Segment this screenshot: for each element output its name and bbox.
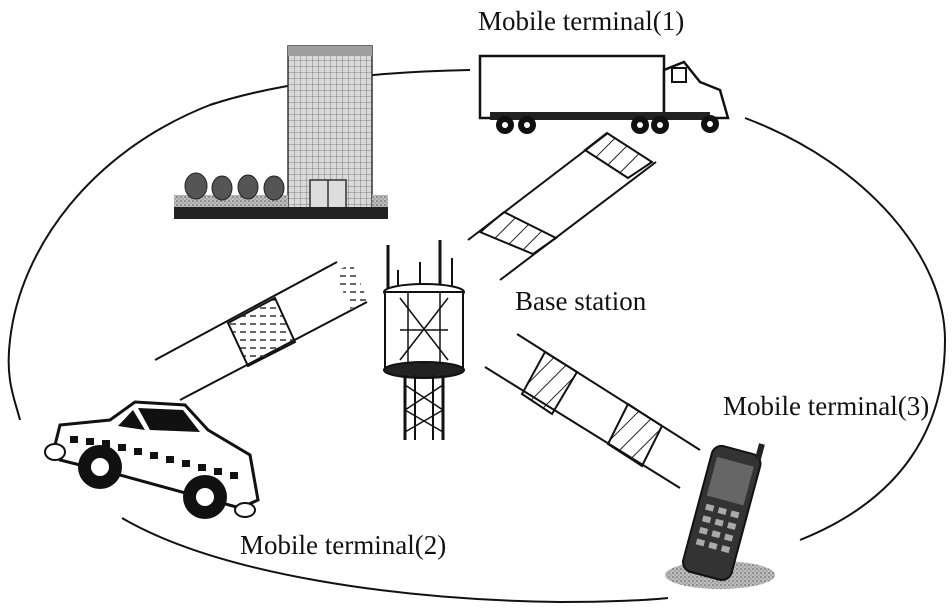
link-beam-terminal-2 [154, 261, 368, 401]
mobile-phone-icon [665, 443, 775, 589]
truck-icon [478, 54, 730, 134]
taxi-car-icon [44, 400, 260, 519]
base-station-tower-icon [383, 240, 465, 440]
link-beam-terminal-3 [484, 333, 701, 489]
label-base-station: Base station [515, 286, 647, 316]
label-mobile-terminal-2: Mobile terminal(2) [240, 530, 447, 560]
label-mobile-terminal-1: Mobile terminal(1) [478, 6, 685, 36]
cell-boundary [7, 69, 947, 604]
link-beam-terminal-1 [467, 131, 657, 281]
label-mobile-terminal-3: Mobile terminal(3) [723, 391, 930, 421]
office-building-icon [174, 45, 388, 219]
